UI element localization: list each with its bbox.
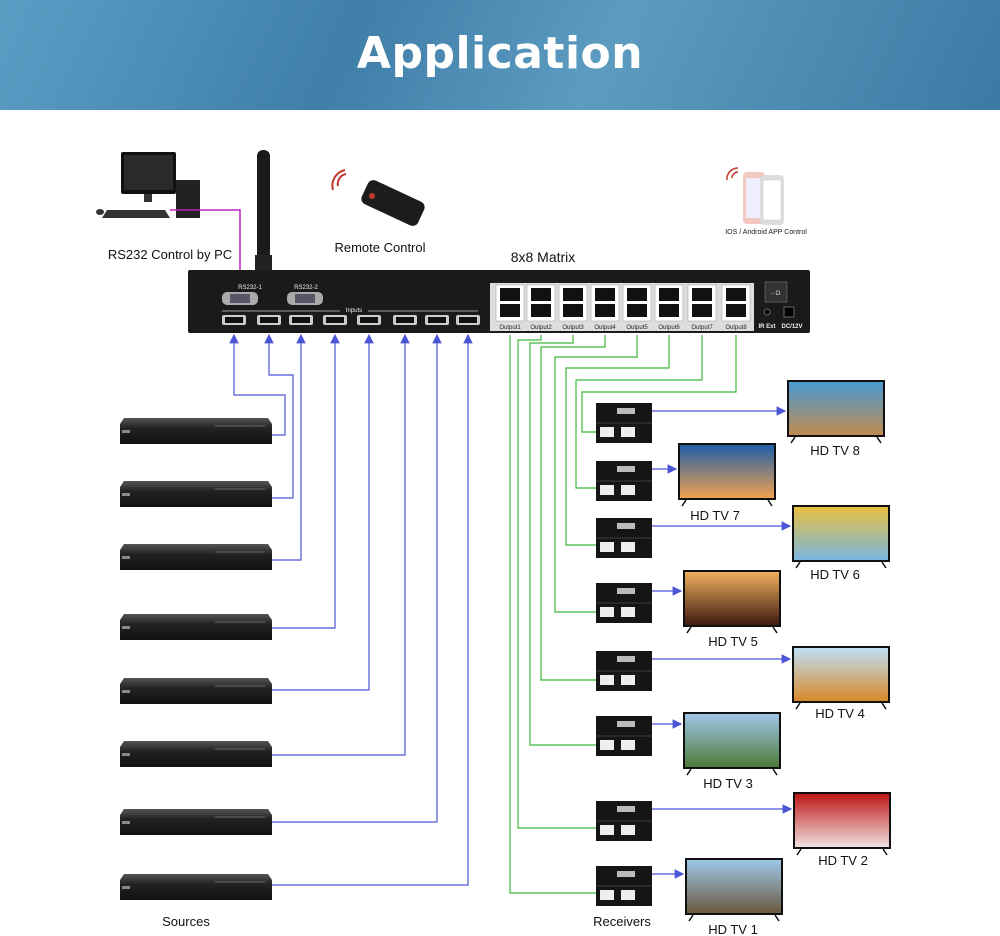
- output-cable-2: [517, 335, 620, 833]
- hd-tv-1: HD TV 1: [685, 858, 783, 936]
- hd-tv-3: HD TV 3: [683, 712, 781, 791]
- source-player-6: [120, 741, 272, 767]
- header-banner: Application: [0, 0, 1000, 110]
- output-cable-5: [554, 335, 638, 617]
- hdmi-input-port-2: [257, 315, 281, 325]
- output-port-7: Output7: [687, 284, 717, 331]
- rs232-port-2: [287, 292, 323, 305]
- output-label: Output8: [725, 325, 747, 331]
- ir-ext-label: IR Ext: [758, 324, 775, 330]
- tv-label: HD TV 3: [703, 776, 753, 791]
- receiver-7: [596, 461, 652, 501]
- input-cable-4: [272, 333, 340, 629]
- output-cable-7: [575, 335, 703, 493]
- antenna-icon: [255, 150, 272, 271]
- output-label: Output1: [499, 325, 521, 331]
- source-player-5: [120, 678, 272, 704]
- power-switch[interactable]: [764, 281, 788, 303]
- output-label: Output5: [626, 325, 648, 331]
- output-cable-1: [509, 335, 620, 898]
- hd-tv-8: HD TV 8: [787, 380, 885, 458]
- receiver-6: [596, 518, 652, 558]
- receiver-4: [596, 651, 652, 691]
- dc-label: DC/12V: [781, 324, 802, 330]
- input-cable-5: [272, 333, 374, 691]
- output-label: Output6: [658, 325, 680, 331]
- tv-label: HD TV 2: [818, 853, 868, 868]
- dc-power-port: [783, 306, 795, 318]
- input-cable-6: [272, 333, 410, 756]
- source-player-7: [120, 809, 272, 835]
- hdmi-input-port-1: [222, 315, 246, 325]
- output-cable-3: [529, 335, 620, 750]
- rs232-port-1: [222, 292, 258, 305]
- pc-label: RS232 Control by PC: [108, 247, 232, 262]
- ir-ext-port: [763, 308, 771, 316]
- source-player-8: [120, 874, 272, 900]
- phone-app-icon: [726, 167, 784, 225]
- app-label: IOS / Android APP Control: [725, 229, 807, 236]
- source-player-1: [120, 418, 272, 444]
- output-label: Output7: [691, 325, 713, 331]
- output-port-6: Output6: [654, 284, 684, 331]
- tv-label: HD TV 7: [690, 508, 740, 523]
- tv-label: HD TV 5: [708, 634, 758, 649]
- hd-tv-6: HD TV 6: [792, 505, 890, 582]
- receiver-5: [596, 583, 652, 623]
- hdmi-input-port-3: [289, 315, 313, 325]
- rs232-1-label: RS232-1: [238, 285, 262, 291]
- remote-label: Remote Control: [334, 240, 425, 255]
- receiver-2: [596, 801, 652, 841]
- output-port-1: Output1: [495, 284, 525, 331]
- tv-label: HD TV 1: [708, 922, 758, 936]
- input-cable-3: [272, 333, 306, 561]
- page-title: Application: [356, 28, 644, 79]
- hd-tv-5: HD TV 5: [683, 570, 781, 649]
- tv-label: HD TV 4: [815, 706, 865, 721]
- output-label: Output2: [530, 325, 552, 331]
- matrix-title: 8x8 Matrix: [511, 249, 576, 265]
- hdmi-input-port-8: [456, 315, 480, 325]
- input-cable-2: [264, 333, 294, 499]
- hdmi-input-port-7: [425, 315, 449, 325]
- matrix-switcher: RS232-1 RS232-2 Inputs Output1 Output2 Out…: [188, 270, 810, 333]
- sources-label: Sources: [162, 914, 210, 929]
- rs232-2-label: RS232-2: [294, 285, 318, 291]
- output-port-2: Output2: [526, 284, 556, 331]
- inputs-label: Inputs: [346, 308, 362, 314]
- input-cable-1: [229, 333, 286, 436]
- tv-label: HD TV 6: [810, 567, 860, 582]
- source-player-2: [120, 481, 272, 507]
- output-port-3: Output3: [558, 284, 588, 331]
- output-cable-4: [540, 335, 620, 685]
- hdmi-input-port-4: [323, 315, 347, 325]
- tv-label: HD TV 8: [810, 443, 860, 458]
- source-player-4: [120, 614, 272, 640]
- hdmi-input-port-6: [393, 315, 417, 325]
- hd-tv-4: HD TV 4: [792, 646, 890, 721]
- output-label: Output3: [562, 325, 584, 331]
- output-label: Output4: [594, 325, 616, 331]
- output-port-8: Output8: [721, 284, 751, 331]
- remote-control-icon: [331, 169, 425, 226]
- receivers-label: Receivers: [593, 914, 651, 929]
- hd-tv-7: HD TV 7: [678, 443, 776, 523]
- receiver-3: [596, 716, 652, 756]
- source-player-3: [120, 544, 272, 570]
- output-cable-8: [581, 335, 737, 437]
- output-port-5: Output5: [622, 284, 652, 331]
- switch-label: - O: [772, 291, 781, 297]
- rs232-cable: [170, 209, 251, 296]
- output-port-4: Output4: [590, 284, 620, 331]
- hdmi-input-port-5: [357, 315, 381, 325]
- receiver-1: [596, 866, 652, 906]
- output-cable-6: [565, 335, 670, 550]
- input-cable-7: [272, 333, 442, 823]
- receiver-8: [596, 403, 652, 443]
- hd-tv-2: HD TV 2: [793, 792, 891, 868]
- input-cable-8: [272, 333, 473, 886]
- pc-icon: [96, 152, 200, 218]
